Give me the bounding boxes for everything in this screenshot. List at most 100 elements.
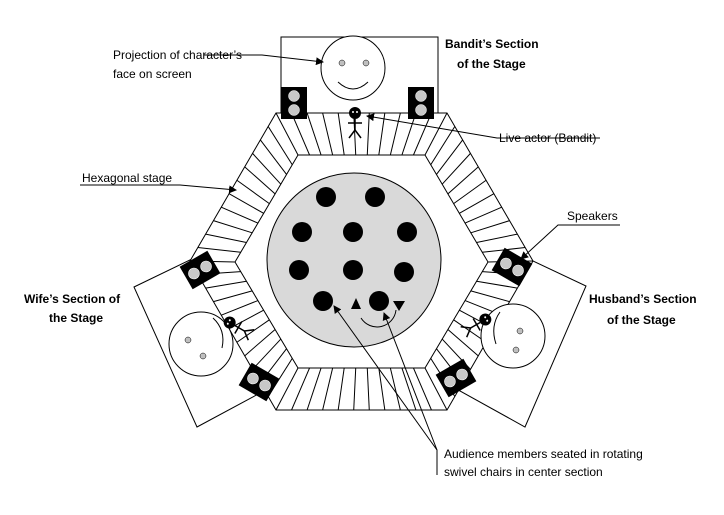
hatch-line <box>259 139 287 175</box>
projection-label-line2: face on screen <box>113 67 192 81</box>
hatch-line <box>389 113 401 155</box>
hatch-line <box>378 113 386 155</box>
hatch-line <box>197 247 241 253</box>
audience-member[interactable] <box>289 260 309 280</box>
hatch-line <box>353 368 357 410</box>
speaker-icon <box>408 87 434 119</box>
hatch-line <box>244 166 276 195</box>
hatch-line <box>213 290 253 303</box>
smiley-face-icon <box>168 311 234 377</box>
hatch-line <box>337 368 345 410</box>
bandit-section-label-line2: of the Stage <box>457 57 526 71</box>
speaker-icon <box>179 250 221 290</box>
speaker-icon <box>281 87 307 119</box>
hatch-line <box>353 113 357 155</box>
hatch-line <box>366 368 370 410</box>
stick-figure-icon <box>223 316 255 341</box>
speaker-icon <box>435 358 477 398</box>
hatch-line <box>267 126 293 165</box>
smiley-face-icon <box>480 303 546 369</box>
hatch-line <box>470 290 510 303</box>
speakers-label: Speakers <box>567 209 618 223</box>
live-actor-label: Live actor (Bandit) <box>499 131 596 145</box>
hatch-line <box>205 233 247 244</box>
hatch-line <box>412 368 432 410</box>
audience-member[interactable] <box>394 262 414 282</box>
hatch-line <box>306 113 322 155</box>
leader-hexagonal-stage <box>80 184 237 194</box>
hatch-line <box>244 329 276 357</box>
leader-lines <box>80 54 620 475</box>
hatch-line <box>221 300 259 316</box>
hatch-line <box>291 368 311 410</box>
hatch-line <box>401 113 417 155</box>
wife-section-label-line1: Wife’s Section of <box>24 292 121 306</box>
hatch-line <box>291 113 311 155</box>
hatch-line <box>306 368 322 410</box>
rotation-arrow-icon <box>351 298 405 328</box>
hatch-segment <box>197 126 293 253</box>
projection-label-line1: Projection of character’s <box>113 48 242 62</box>
hatch-line <box>221 206 259 224</box>
leader-speakers <box>520 224 620 260</box>
audience-label-line1: Audience members seated in rotating <box>444 447 643 461</box>
stick-figure-icon <box>348 107 362 139</box>
audience-member[interactable] <box>369 291 389 311</box>
hatch-line <box>252 338 282 370</box>
audience-member[interactable] <box>343 260 363 280</box>
wife-face-projection <box>168 311 234 377</box>
hatch-line <box>476 280 518 289</box>
husband-face-projection <box>480 303 546 369</box>
husband-section-label-line2: of the Stage <box>607 313 676 327</box>
hatch-line <box>213 220 253 234</box>
hatch-line <box>430 126 456 165</box>
hatch-line <box>464 206 502 224</box>
hatch-line <box>436 139 464 175</box>
hatch-line <box>476 233 518 244</box>
hatch-line <box>378 368 386 410</box>
hatch-line <box>205 280 247 289</box>
center-audience-area <box>266 172 442 348</box>
audience-label-line2: swivel chairs in center section <box>444 465 603 479</box>
hatch-line <box>412 113 432 155</box>
speaker-icon <box>491 247 533 287</box>
leader-audience-left <box>333 305 438 451</box>
audience-member[interactable] <box>316 187 336 207</box>
leader-audience-right <box>382 312 438 451</box>
audience-member[interactable] <box>313 291 333 311</box>
husband-section-label-line1: Husband’s Section <box>589 292 697 306</box>
hatch-segment <box>291 368 432 410</box>
hatch-segment <box>291 113 432 155</box>
stick-figure-icon <box>460 313 492 338</box>
hatch-line <box>447 329 479 357</box>
audience-member[interactable] <box>397 222 417 242</box>
hatch-line <box>459 193 495 214</box>
hexagonal-stage-label: Hexagonal stage <box>82 171 172 185</box>
leader-projection <box>204 54 324 66</box>
labels: Projection of character’s face on screen… <box>24 37 697 479</box>
audience-members <box>289 187 417 311</box>
bandit-face-projection <box>320 35 386 101</box>
wife-section-label-line2: the Stage <box>49 311 103 325</box>
audience-member[interactable] <box>343 222 363 242</box>
hatch-line <box>228 193 264 214</box>
hatch-line <box>441 153 471 185</box>
bandit-section-label-line1: Bandit’s Section <box>445 37 539 51</box>
hatch-line <box>236 179 270 205</box>
audience-member[interactable] <box>292 222 312 242</box>
hatch-line <box>322 368 334 410</box>
hatch-line <box>236 319 270 343</box>
hatch-line <box>337 113 345 155</box>
smiley-face-icon <box>320 35 386 101</box>
audience-member[interactable] <box>365 187 385 207</box>
hatch-line <box>453 179 487 205</box>
hatch-line <box>389 368 401 410</box>
hatch-line <box>322 113 334 155</box>
speaker-icon <box>238 362 280 402</box>
hatch-line <box>401 368 417 410</box>
hatch-line <box>252 153 282 185</box>
hatch-line <box>470 220 510 234</box>
hatch-line <box>447 166 479 195</box>
leader-live-actor <box>366 113 600 139</box>
